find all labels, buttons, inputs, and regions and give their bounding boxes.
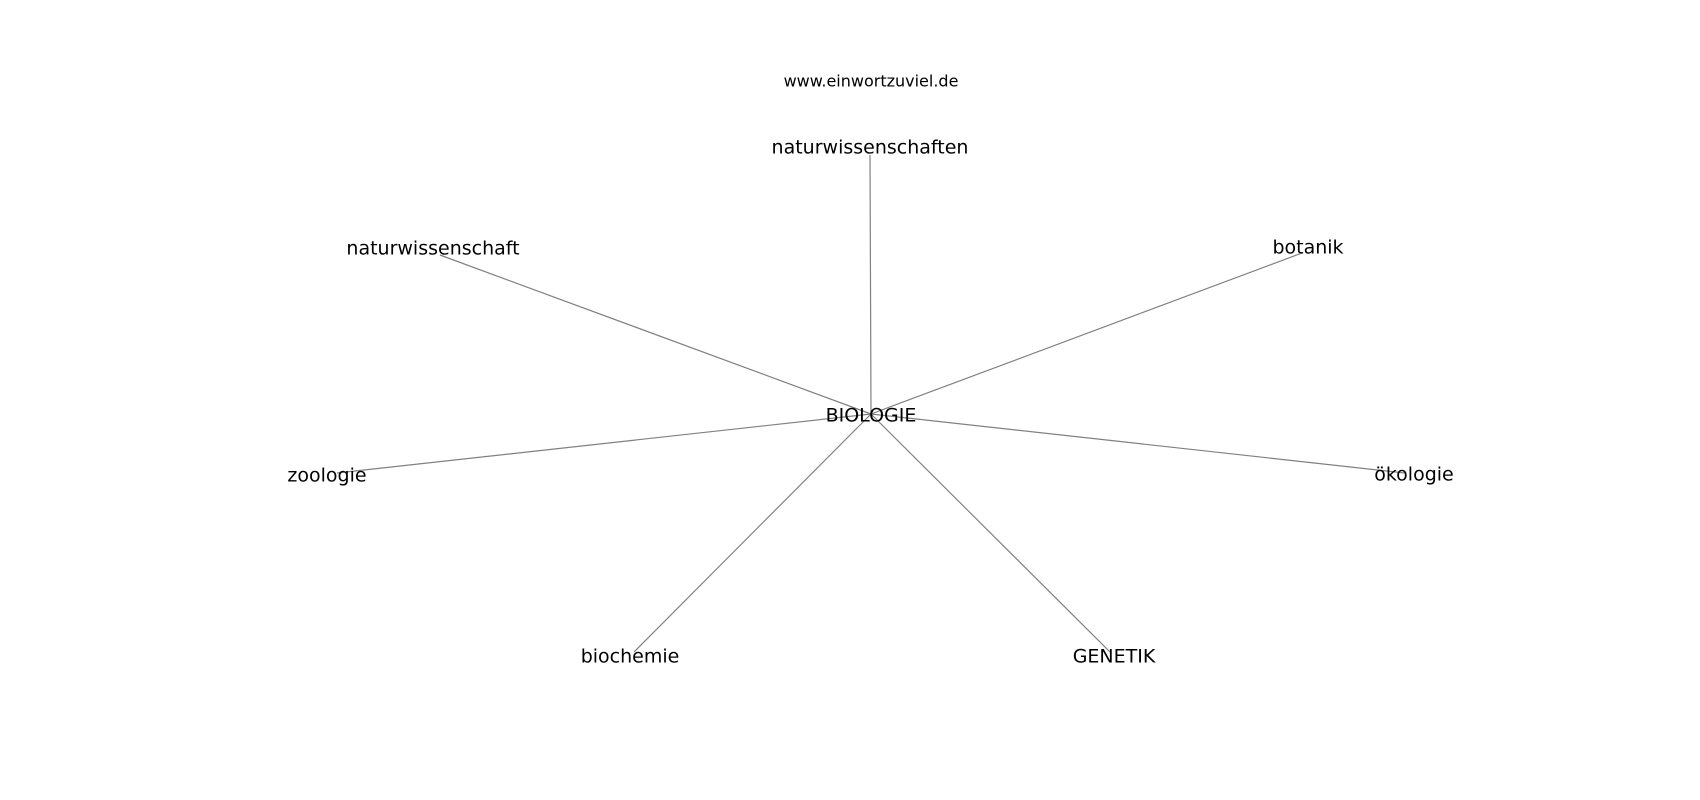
node-label-biochemie: biochemie [581,646,680,668]
edge-center-naturwissenschaften [869,154,872,415]
node-label-botanik: botanik [1272,237,1343,259]
edge-center-zoologie [336,413,872,474]
labels-group: BIOLOGIE naturwissenschaften naturwissens… [287,137,1453,668]
node-label-zoologie: zoologie [287,465,366,487]
node-label-oekologie: ökologie [1374,464,1454,486]
edge-center-botanik [870,252,1303,415]
site-url-label: www.einwortzuviel.de [784,72,959,91]
edge-center-naturwissenschaft [439,254,872,415]
node-label-genetik: GENETIK [1073,646,1156,668]
node-label-naturwissenschaften: naturwissenschaften [772,137,969,159]
center-node-label: BIOLOGIE [826,405,917,427]
edges-group [336,154,1406,653]
edge-center-oekologie [870,413,1406,474]
edge-center-biochemie [633,413,872,653]
node-label-naturwissenschaft: naturwissenschaft [346,238,519,260]
edge-center-genetik [870,413,1111,653]
